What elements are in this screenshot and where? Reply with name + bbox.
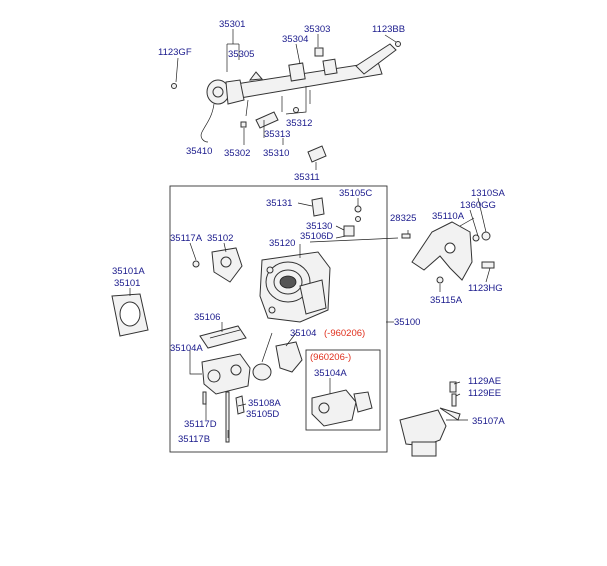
- label-35130[interactable]: 35130: [306, 221, 333, 232]
- label-35104[interactable]: 35104: [290, 328, 317, 339]
- label-1123GF[interactable]: 1123GF: [158, 47, 192, 58]
- sensor-35107A: [399, 381, 461, 457]
- revision-box: [305, 349, 381, 431]
- fuel-rail-assembly: [171, 41, 401, 163]
- label-1360GG[interactable]: 1360GG: [460, 200, 496, 211]
- label-35311[interactable]: 35311: [294, 172, 320, 183]
- label-35312[interactable]: 35312: [286, 118, 313, 129]
- assembly-frame: [169, 185, 388, 453]
- label-35107A[interactable]: 35107A: [472, 416, 505, 427]
- label-35106[interactable]: 35106: [194, 312, 221, 323]
- label-35310[interactable]: 35310: [263, 148, 290, 159]
- label-35131[interactable]: 35131: [266, 198, 293, 209]
- label-35410[interactable]: 35410: [186, 146, 213, 157]
- label-1129EE[interactable]: 1129EE: [468, 388, 502, 399]
- label-35117A[interactable]: 35117A: [170, 233, 203, 244]
- label-35105C[interactable]: 35105C: [339, 188, 373, 199]
- top-leaders: [175, 29, 397, 170]
- label-35110A[interactable]: 35110A: [432, 211, 465, 222]
- label-date-960206-after: (960206-): [310, 352, 352, 363]
- label-35303[interactable]: 35303: [304, 24, 331, 35]
- label-35100[interactable]: 35100: [394, 317, 421, 328]
- label-35105D[interactable]: 35105D: [246, 409, 280, 420]
- label-35117D[interactable]: 35117D: [184, 419, 217, 430]
- throttle-leaders: [129, 197, 491, 438]
- label-1129AE[interactable]: 1129AE: [468, 376, 502, 387]
- label-35101A[interactable]: 35101A: [112, 266, 145, 277]
- label-35301[interactable]: 35301: [219, 19, 246, 30]
- label-35106D[interactable]: 35106D: [300, 231, 334, 242]
- label-1310SA[interactable]: 1310SA: [471, 188, 505, 199]
- label-35108A[interactable]: 35108A: [248, 398, 281, 409]
- label-date-960206-before: (-960206): [324, 328, 366, 339]
- label-35117B[interactable]: 35117B: [178, 434, 211, 445]
- label-35305[interactable]: 35305: [228, 49, 255, 60]
- label-35115A[interactable]: 35115A: [430, 295, 463, 306]
- throttle-body-parts: [192, 197, 411, 443]
- label-28325[interactable]: 28325: [390, 213, 417, 224]
- label-1123HG[interactable]: 1123HG: [468, 283, 503, 294]
- label-35101[interactable]: 35101: [114, 278, 141, 289]
- label-35302[interactable]: 35302: [224, 148, 251, 159]
- label-35313[interactable]: 35313: [264, 129, 291, 140]
- label-35104A-left[interactable]: 35104A: [170, 343, 203, 354]
- label-35120[interactable]: 35120: [269, 238, 296, 249]
- label-35102[interactable]: 35102: [207, 233, 234, 244]
- gasket-35101: [111, 293, 149, 337]
- label-35304[interactable]: 35304: [282, 34, 309, 45]
- bracket-35110A: [411, 221, 495, 284]
- label-1123BB[interactable]: 1123BB: [372, 24, 406, 35]
- label-35104A-box[interactable]: 35104A: [314, 368, 347, 379]
